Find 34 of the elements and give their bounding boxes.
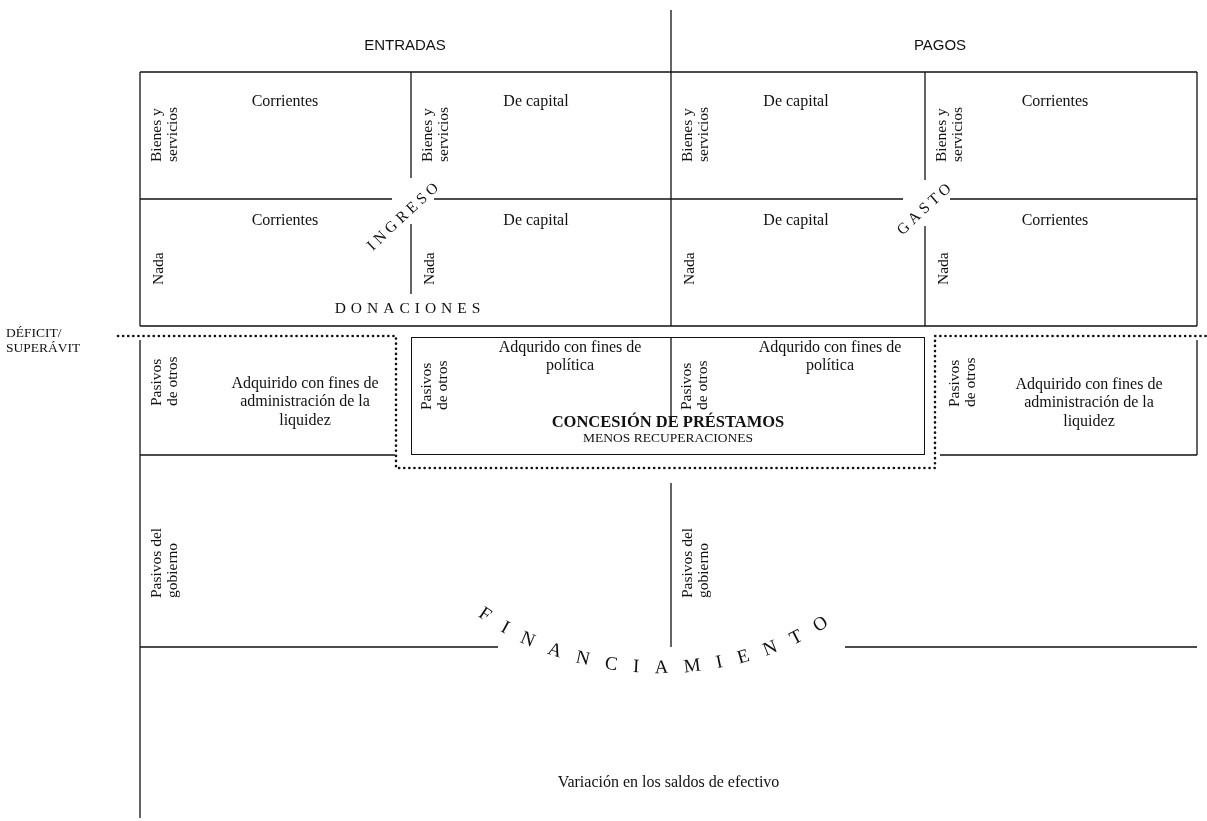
cell-label: De capital xyxy=(762,211,830,230)
cell-label: Corrientes xyxy=(1020,92,1090,111)
side-label: Nada xyxy=(421,251,438,285)
cell-label: Variación en los saldos de efectivo xyxy=(556,773,781,792)
box-subtitle: MENOS RECUPERACIONES xyxy=(582,430,754,446)
cell-label: Corrientes xyxy=(250,211,320,230)
cell-label: De capital xyxy=(762,92,830,111)
side-label: Bienes y servicios xyxy=(148,105,181,162)
box-title: CONCESIÓN DE PRÉSTAMOS xyxy=(550,412,786,432)
cell-label: Adquirido con fines de administración de la liquidez xyxy=(230,374,380,430)
column-heading: ENTRADAS xyxy=(363,37,447,54)
cell-label: Adqurido con fines de política xyxy=(757,338,903,375)
side-label: Pasivos del gobierno xyxy=(679,526,712,598)
side-label: Pasivos de otros xyxy=(946,356,979,407)
cell-label: De capital xyxy=(502,92,570,111)
cell-label: Corrientes xyxy=(250,92,320,111)
side-label: Nada xyxy=(681,251,698,285)
side-label: Pasivos de otros xyxy=(148,355,181,406)
cell-label: De capital xyxy=(502,211,570,230)
column-heading: PAGOS xyxy=(912,37,968,54)
side-label: Bienes y servicios xyxy=(933,105,966,162)
side-label: Bienes y servicios xyxy=(679,105,712,162)
side-label: Pasivos de otros xyxy=(678,359,711,410)
cell-label: Adqurido con fines de política xyxy=(497,338,643,375)
section-label: DÉFICIT/ SUPERÁVIT xyxy=(6,326,82,356)
side-label: Nada xyxy=(150,251,167,285)
loan-box xyxy=(411,337,925,455)
cell-label: Corrientes xyxy=(1020,211,1090,230)
side-label: Bienes y servicios xyxy=(419,105,452,162)
section-label: DONACIONES xyxy=(333,299,487,317)
side-label: Pasivos de otros xyxy=(418,359,451,410)
side-label: Nada xyxy=(935,251,952,285)
cell-label: Adquirido con fines de administración de la liquidez xyxy=(1014,375,1164,431)
side-label: Pasivos del gobierno xyxy=(148,526,181,598)
